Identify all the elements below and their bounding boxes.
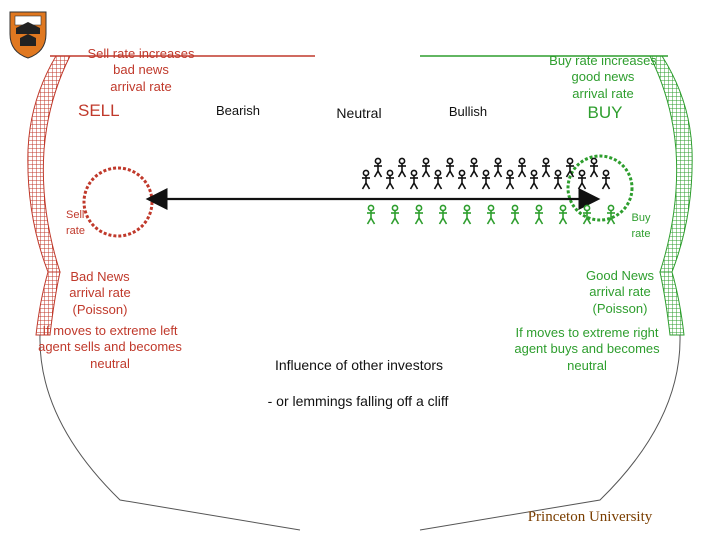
stick-figure-icon (457, 169, 467, 190)
bad-news-text: Bad News arrival rate (Poisson) (69, 269, 131, 317)
buy-cliff-band (419, 55, 693, 531)
stick-figure-icon (601, 169, 611, 190)
sell-title: SELL (78, 101, 120, 120)
stick-figure-icon (493, 157, 503, 178)
stick-figure-icon (433, 169, 443, 190)
bullish-label: Bullish (448, 104, 488, 119)
stick-figure-icon (481, 169, 491, 190)
sell-rate-label: Sell rate (66, 209, 85, 237)
stick-figure-icon (414, 204, 424, 225)
stick-figure-icon (462, 204, 472, 225)
stick-figure-icon (553, 169, 563, 190)
stick-figure-icon (541, 157, 551, 178)
good-news-text: Good News arrival rate (Poisson) (586, 268, 654, 316)
stick-figure-icon (445, 157, 455, 178)
stick-figure-icon (373, 157, 383, 178)
buy-rate-label: Buy rate (631, 212, 651, 240)
stick-figure-icon (517, 157, 527, 178)
stick-figure-icon (582, 204, 592, 225)
stick-figure-icon (409, 169, 419, 190)
stick-figure-icon (421, 157, 431, 178)
neutral-label: Neutral (336, 105, 382, 121)
extreme-left-text: If moves to extreme left agent sells and… (38, 323, 182, 371)
stick-figure-icon (558, 204, 568, 225)
princeton-shield-icon (9, 11, 47, 59)
bearish-label: Bearish (215, 103, 261, 118)
stick-figure-icon (469, 157, 479, 178)
sell-cliff-band (27, 55, 315, 531)
extreme-right-text: If moves to extreme right agent buys and… (514, 325, 660, 373)
stick-figure-icon (589, 157, 599, 178)
buy-rate-circle (566, 154, 634, 222)
buy-rate-increases-text: Buy rate increases good news arrival rat… (549, 53, 657, 101)
stick-figure-icon (565, 157, 575, 178)
stick-figure-icon (606, 204, 616, 225)
lemmings-text: - or lemmings falling off a cliff (267, 393, 449, 409)
footer-princeton: Princeton University (527, 509, 653, 525)
stick-figure-icon (438, 204, 448, 225)
stick-figure-icon (534, 204, 544, 225)
buy-title: BUY (587, 103, 623, 122)
stick-figure-icon (361, 169, 371, 190)
stick-figure-icon (510, 204, 520, 225)
sell-rate-increases-text: Sell rate increases bad news arrival rat… (87, 46, 195, 94)
stick-figure-icon (577, 169, 587, 190)
stick-figure-icon (505, 169, 515, 190)
influence-text: Influence of other investors (274, 357, 444, 373)
stick-figure-icon (529, 169, 539, 190)
investor-crowd (361, 157, 616, 225)
stick-figure-icon (486, 204, 496, 225)
stick-figure-icon (397, 157, 407, 178)
stick-figure-icon (390, 204, 400, 225)
stick-figure-icon (366, 204, 376, 225)
stick-figure-icon (385, 169, 395, 190)
